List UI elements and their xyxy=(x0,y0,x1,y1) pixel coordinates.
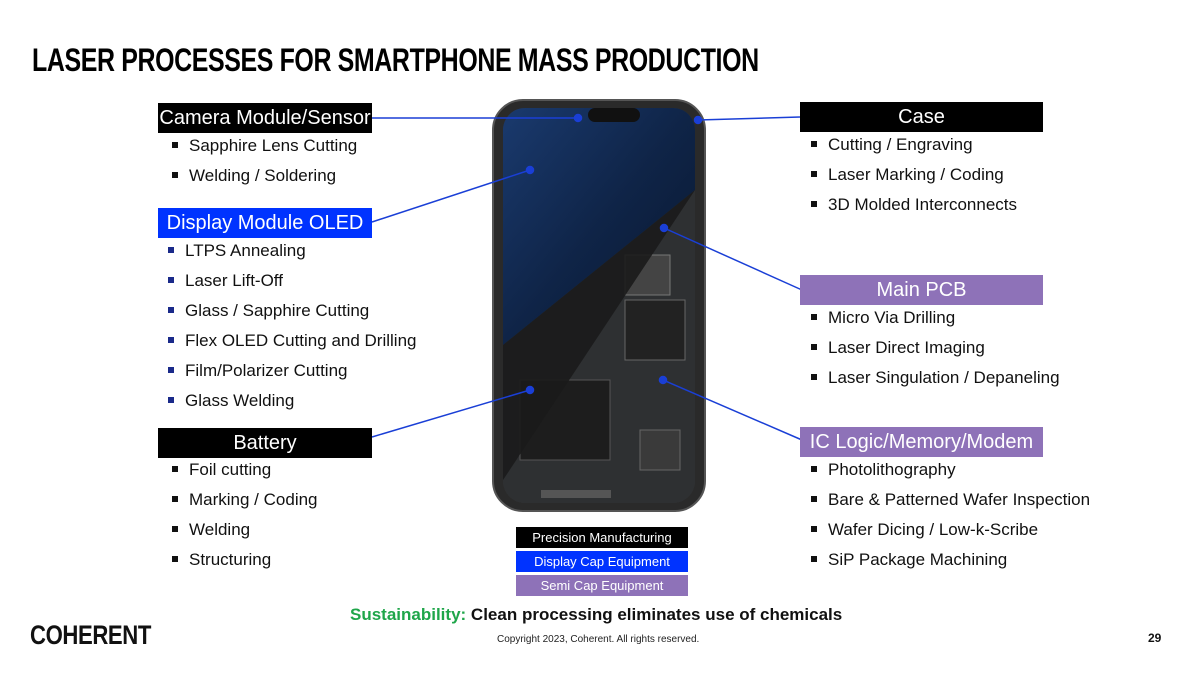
list-item: Glass / Sapphire Cutting xyxy=(168,301,369,321)
list-item: Wafer Dicing / Low-k-Scribe xyxy=(811,520,1038,540)
main-pcb-heading: Main PCB xyxy=(800,275,1043,305)
list-item: Laser Singulation / Depaneling xyxy=(811,368,1060,388)
case-heading: Case xyxy=(800,102,1043,132)
list-item: Photolithography xyxy=(811,460,956,480)
legend-display-cap: Display Cap Equipment xyxy=(516,551,688,572)
list-item: 3D Molded Interconnects xyxy=(811,195,1017,215)
list-item: Structuring xyxy=(172,550,271,570)
list-item: LTPS Annealing xyxy=(168,241,306,261)
list-item: SiP Package Machining xyxy=(811,550,1007,570)
list-item: Micro Via Drilling xyxy=(811,308,955,328)
list-item: Welding xyxy=(172,520,250,540)
ic-heading: IC Logic/Memory/Modem xyxy=(800,427,1043,457)
display-module-heading: Display Module OLED xyxy=(158,208,372,238)
sustainability-note: Sustainability: Clean processing elimina… xyxy=(350,605,842,625)
list-item: Laser Lift-Off xyxy=(168,271,283,291)
list-item: Welding / Soldering xyxy=(172,166,336,186)
list-item: Sapphire Lens Cutting xyxy=(172,136,357,156)
legend-precision-manufacturing: Precision Manufacturing xyxy=(516,527,688,548)
page-number: 29 xyxy=(1148,631,1162,645)
slide-title: LASER PROCESSES FOR SMARTPHONE MASS PROD… xyxy=(32,42,759,78)
list-item: Laser Marking / Coding xyxy=(811,165,1004,185)
list-item: Film/Polarizer Cutting xyxy=(168,361,348,381)
list-item: Marking / Coding xyxy=(172,490,318,510)
legend-semi-cap: Semi Cap Equipment xyxy=(516,575,688,596)
list-item: Bare & Patterned Wafer Inspection xyxy=(811,490,1090,510)
camera-module-heading: Camera Module/Sensor xyxy=(158,103,372,133)
list-item: Glass Welding xyxy=(168,391,294,411)
list-item: Foil cutting xyxy=(172,460,271,480)
sustainability-label: Sustainability: xyxy=(350,605,467,624)
copyright: Copyright 2023, Coherent. All rights res… xyxy=(497,634,700,645)
list-item: Laser Direct Imaging xyxy=(811,338,985,358)
battery-heading: Battery xyxy=(158,428,372,458)
coherent-logo: COHERENT xyxy=(30,620,151,650)
sustainability-text: Clean processing eliminates use of chemi… xyxy=(470,605,843,624)
list-item: Flex OLED Cutting and Drilling xyxy=(168,331,416,351)
list-item: Cutting / Engraving xyxy=(811,135,973,155)
